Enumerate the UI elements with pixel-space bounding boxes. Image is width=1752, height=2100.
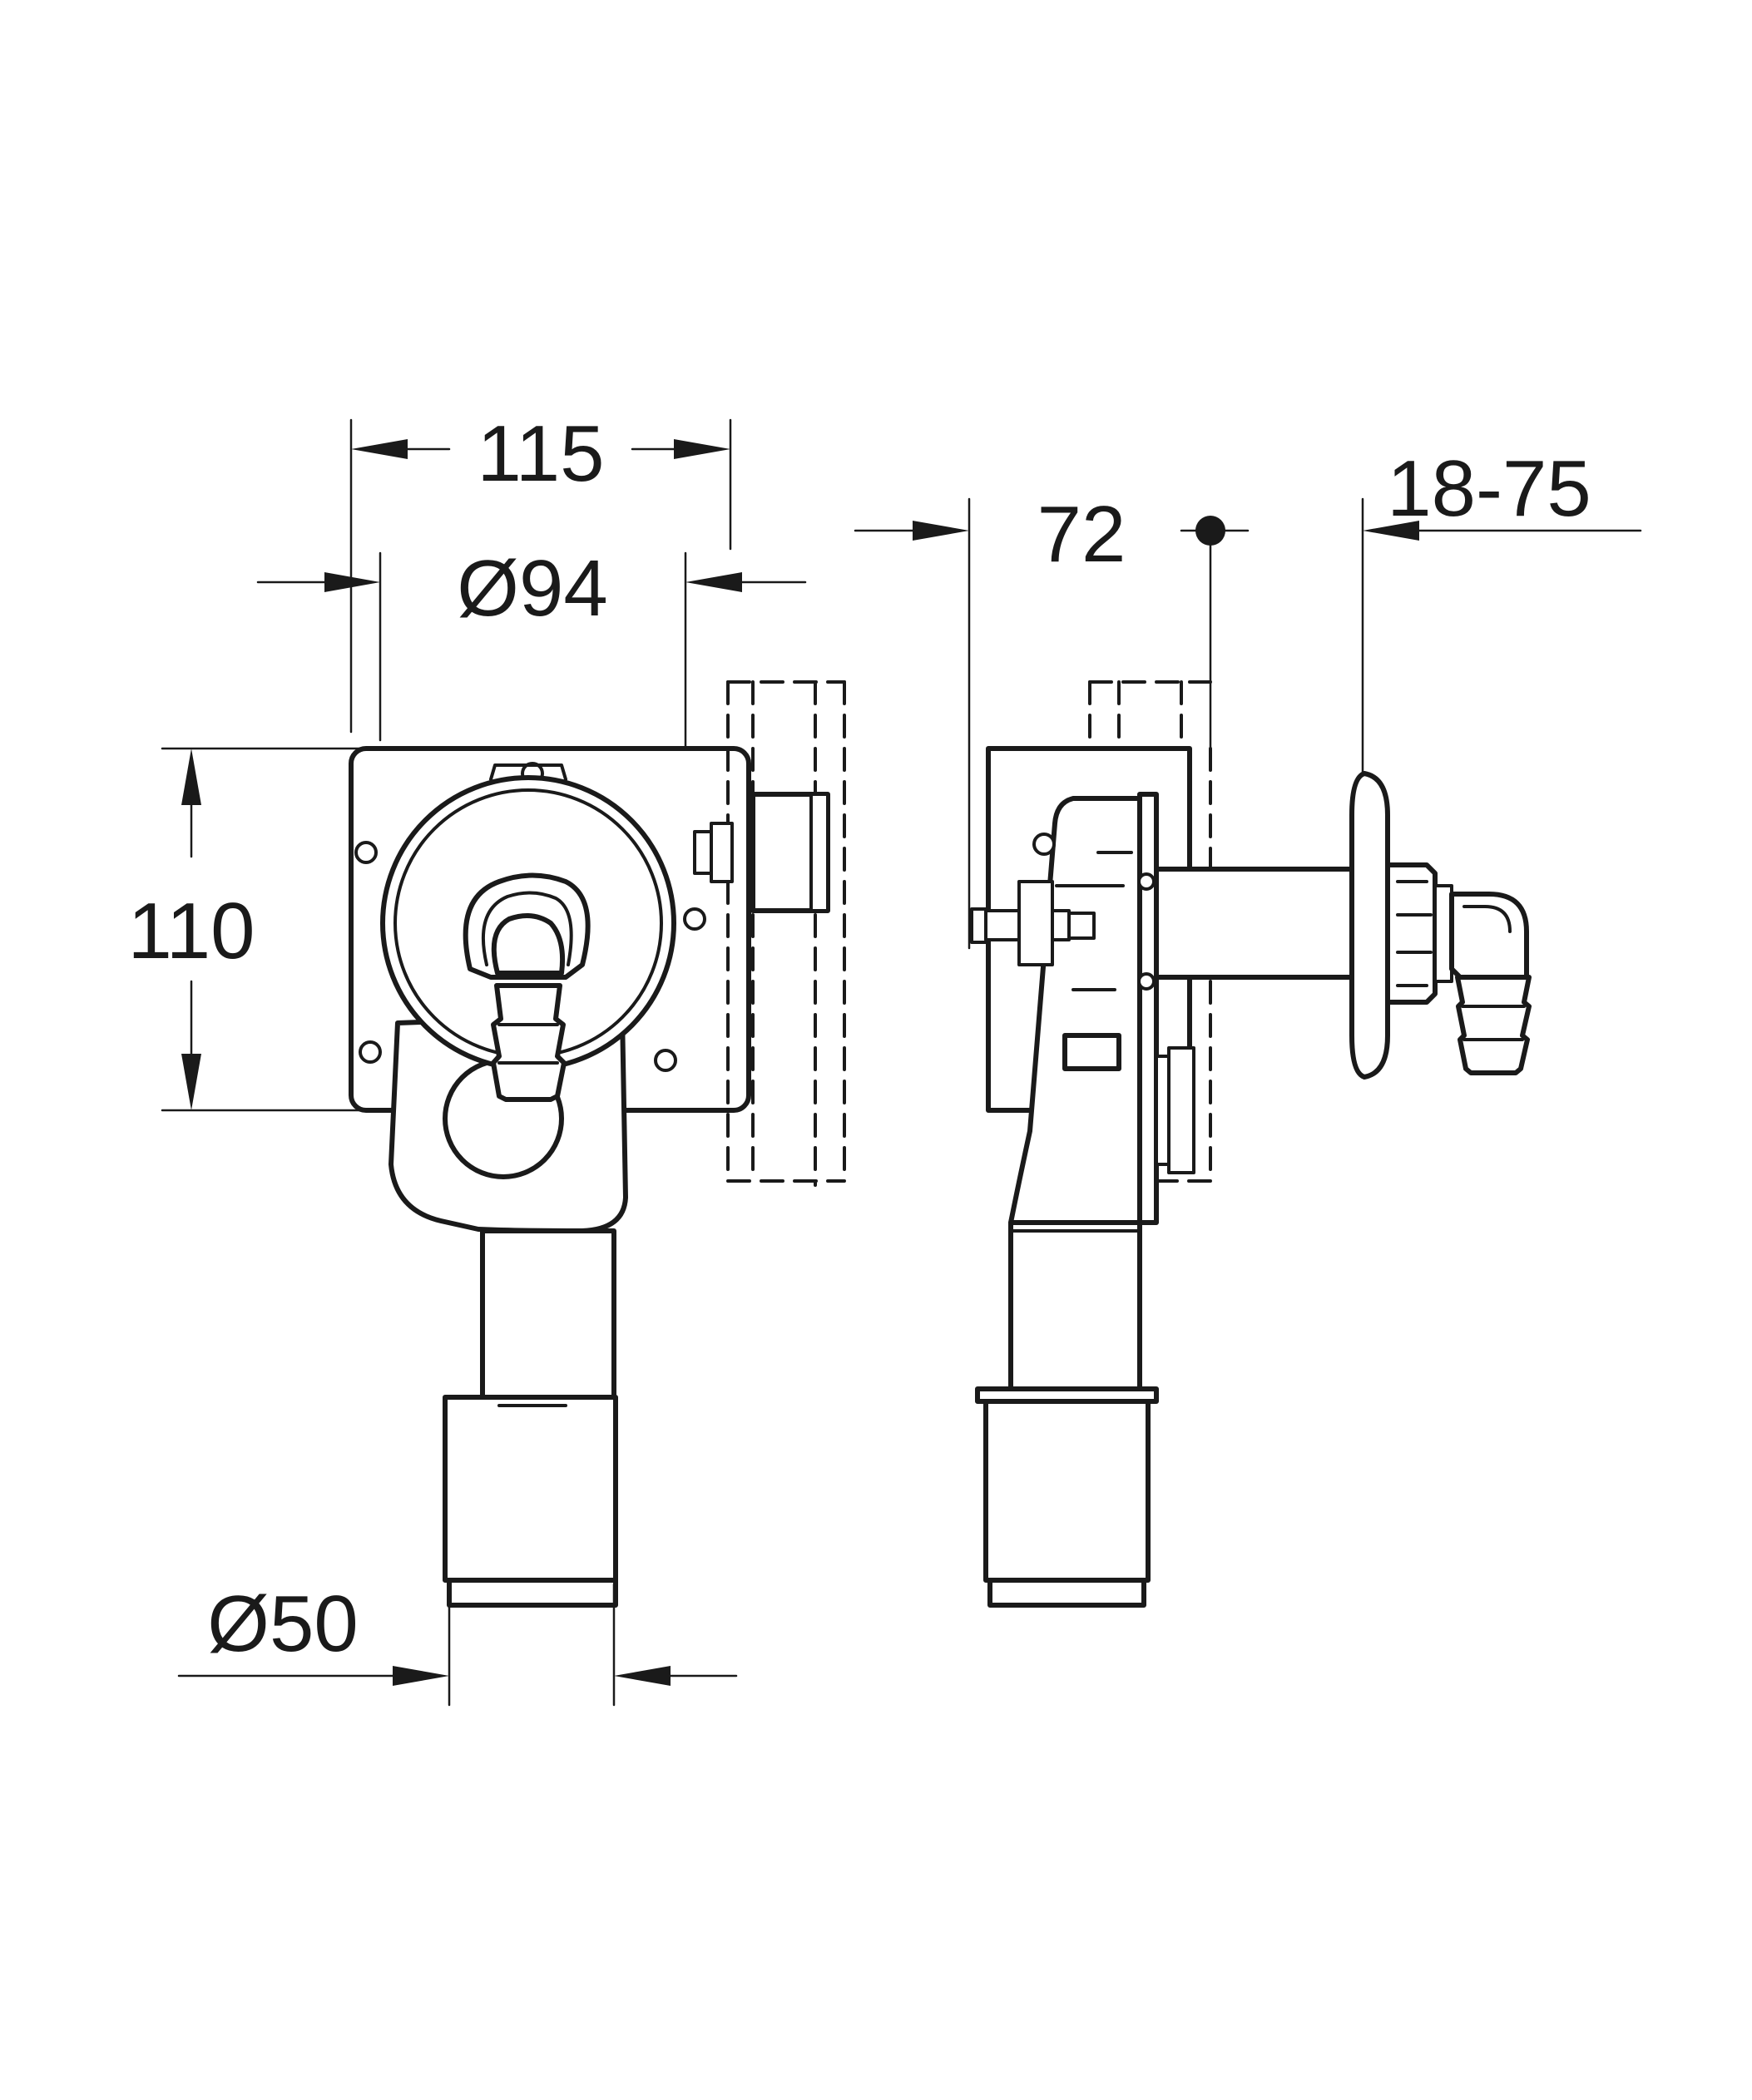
dimension-18-75: 18-75 [1361,444,1642,775]
dimension-diameter-94: Ø94 [256,544,807,842]
dimension-110: 110 [127,747,372,1112]
extension-pipe [1154,867,1371,980]
screw-side-icon [970,880,1096,966]
dim-label-110: 110 [127,887,255,976]
dim-label-diameter-50: Ø50 [207,1579,358,1668]
coupling-nut-icon [1385,862,1453,1005]
drain-pipe-side [975,1220,1159,1608]
dim-label-18-75: 18-75 [1387,444,1591,533]
wall-rosette [1349,771,1390,1080]
dim-label-115: 115 [477,409,604,498]
drain-pipe-front [443,1228,618,1608]
elbow-hose-barb-icon [1449,892,1532,1075]
dimension-115: 115 [349,409,732,734]
side-view: 72 18-75 [854,444,1642,1608]
dim-label-diameter-94: Ø94 [457,544,607,633]
side-connector [693,792,830,913]
valve-cap-icon [463,872,591,980]
siphon-body-side [1008,796,1146,1225]
dimension-72: 72 [854,490,1250,950]
hose-barb-front [491,983,567,1102]
dimension-diameter-50: Ø50 [177,1579,738,1707]
front-view: 115 Ø94 110 [127,409,846,1707]
dim-label-72: 72 [1037,490,1126,579]
